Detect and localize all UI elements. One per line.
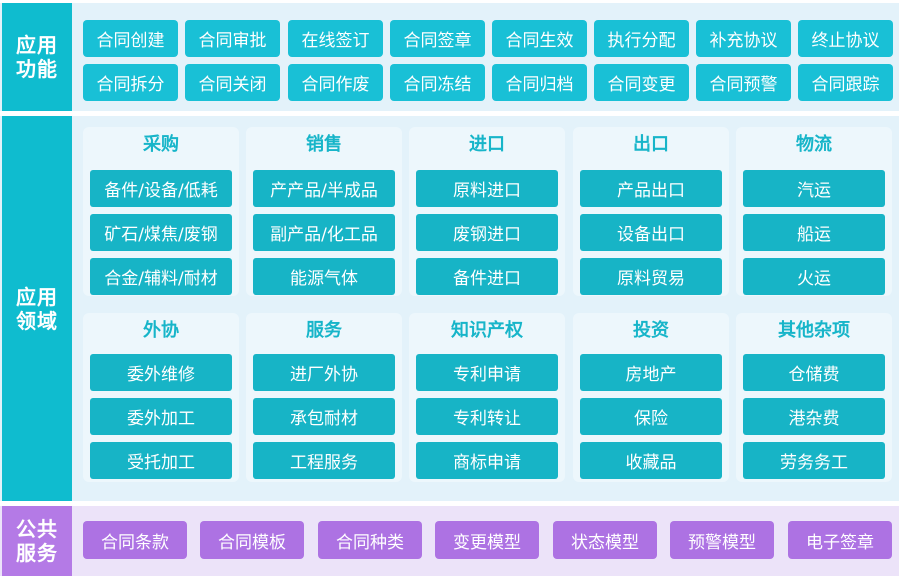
domain-panel: 物流 汽运 船运 火运 xyxy=(736,127,892,296)
domain-item[interactable]: 专利申请 xyxy=(416,354,558,391)
domain-item[interactable]: 备件/设备/低耗 xyxy=(90,170,232,207)
domain-title: 服务 xyxy=(306,320,342,341)
public-service-button[interactable]: 电子签章 xyxy=(788,521,892,559)
domain-panel: 服务 进厂外协 承包耐材 工程服务 xyxy=(246,313,402,482)
domain-item[interactable]: 港杂费 xyxy=(743,398,885,435)
section-label-line: 领域 xyxy=(16,308,58,333)
domain-item[interactable]: 设备出口 xyxy=(580,214,722,251)
domain-panel: 知识产权 专利申请 专利转让 商标申请 xyxy=(409,313,565,482)
domain-title: 出口 xyxy=(633,134,669,155)
domain-item[interactable]: 能源气体 xyxy=(253,258,395,295)
domain-title: 销售 xyxy=(306,134,342,155)
domain-item[interactable]: 收藏品 xyxy=(580,442,722,479)
domain-panel: 出口 产品出口 设备出口 原料贸易 xyxy=(573,127,729,296)
domain-item[interactable]: 工程服务 xyxy=(253,442,395,479)
function-button[interactable]: 合同预警 xyxy=(696,64,791,101)
domain-item[interactable]: 船运 xyxy=(743,214,885,251)
public-service-button[interactable]: 合同条款 xyxy=(83,521,187,559)
domain-panel: 外协 委外维修 委外加工 受托加工 xyxy=(83,313,239,482)
domain-item[interactable]: 合金/辅料/耐材 xyxy=(90,258,232,295)
domain-item[interactable]: 产品出口 xyxy=(580,170,722,207)
domain-item[interactable]: 房地产 xyxy=(580,354,722,391)
domain-panel: 投资 房地产 保险 收藏品 xyxy=(573,313,729,482)
domain-title: 知识产权 xyxy=(451,320,523,341)
domain-item[interactable]: 商标申请 xyxy=(416,442,558,479)
domain-panel: 其他杂项 仓储费 港杂费 劳务务工 xyxy=(736,313,892,482)
public-service-button[interactable]: 状态模型 xyxy=(553,521,657,559)
domain-item[interactable]: 备件进口 xyxy=(416,258,558,295)
domain-item[interactable]: 汽运 xyxy=(743,170,885,207)
domain-item[interactable]: 进厂外协 xyxy=(253,354,395,391)
function-button[interactable]: 终止协议 xyxy=(798,20,893,57)
domain-item[interactable]: 劳务务工 xyxy=(743,442,885,479)
function-button[interactable]: 合同签章 xyxy=(390,20,485,57)
function-button[interactable]: 补充协议 xyxy=(696,20,791,57)
public-service-button[interactable]: 合同种类 xyxy=(318,521,422,559)
function-button[interactable]: 合同关闭 xyxy=(185,64,280,101)
domain-panel: 销售 产产品/半成品 副产品/化工品 能源气体 xyxy=(246,127,402,296)
domain-title: 外协 xyxy=(143,320,179,341)
public-service-button[interactable]: 变更模型 xyxy=(435,521,539,559)
domain-item[interactable]: 委外维修 xyxy=(90,354,232,391)
domain-item[interactable]: 原料进口 xyxy=(416,170,558,207)
domain-item[interactable]: 废钢进口 xyxy=(416,214,558,251)
domain-item[interactable]: 委外加工 xyxy=(90,398,232,435)
function-button[interactable]: 合同创建 xyxy=(83,20,178,57)
domain-item[interactable]: 火运 xyxy=(743,258,885,295)
section-label-functions: 应用 功能 xyxy=(2,3,72,111)
function-button[interactable]: 执行分配 xyxy=(594,20,689,57)
domain-item[interactable]: 产产品/半成品 xyxy=(253,170,395,207)
public-service-button[interactable]: 合同模板 xyxy=(200,521,304,559)
section-label-line: 应用 xyxy=(16,33,58,57)
function-button[interactable]: 合同变更 xyxy=(594,64,689,101)
section-label-public-services: 公共 服务 xyxy=(2,506,72,576)
function-button[interactable]: 合同冻结 xyxy=(390,64,485,101)
domain-item[interactable]: 矿石/煤焦/废钢 xyxy=(90,214,232,251)
section-label-line: 服务 xyxy=(16,541,58,565)
section-label-domains: 应用 领域 xyxy=(2,116,72,501)
domain-item[interactable]: 原料贸易 xyxy=(580,258,722,295)
public-service-button[interactable]: 预警模型 xyxy=(670,521,774,559)
section-label-line: 功能 xyxy=(16,57,58,81)
domain-item[interactable]: 副产品/化工品 xyxy=(253,214,395,251)
domain-title: 其他杂项 xyxy=(778,320,850,341)
domain-panel: 采购 备件/设备/低耗 矿石/煤焦/废钢 合金/辅料/耐材 xyxy=(83,127,239,296)
function-button[interactable]: 合同作废 xyxy=(288,64,383,101)
function-button[interactable]: 在线签订 xyxy=(288,20,383,57)
domain-item[interactable]: 受托加工 xyxy=(90,442,232,479)
function-button[interactable]: 合同审批 xyxy=(185,20,280,57)
domain-item[interactable]: 保险 xyxy=(580,398,722,435)
domain-panel: 进口 原料进口 废钢进口 备件进口 xyxy=(409,127,565,296)
domain-title: 投资 xyxy=(633,320,669,341)
section-label-line: 公共 xyxy=(16,517,58,541)
section-label-line: 应用 xyxy=(16,284,58,309)
domain-item[interactable]: 仓储费 xyxy=(743,354,885,391)
function-button[interactable]: 合同生效 xyxy=(492,20,587,57)
function-button[interactable]: 合同归档 xyxy=(492,64,587,101)
domain-title: 物流 xyxy=(796,134,832,155)
function-button[interactable]: 合同跟踪 xyxy=(798,64,893,101)
domain-title: 采购 xyxy=(143,134,179,155)
function-button[interactable]: 合同拆分 xyxy=(83,64,178,101)
domain-title: 进口 xyxy=(469,134,505,155)
domain-item[interactable]: 专利转让 xyxy=(416,398,558,435)
domain-item[interactable]: 承包耐材 xyxy=(253,398,395,435)
